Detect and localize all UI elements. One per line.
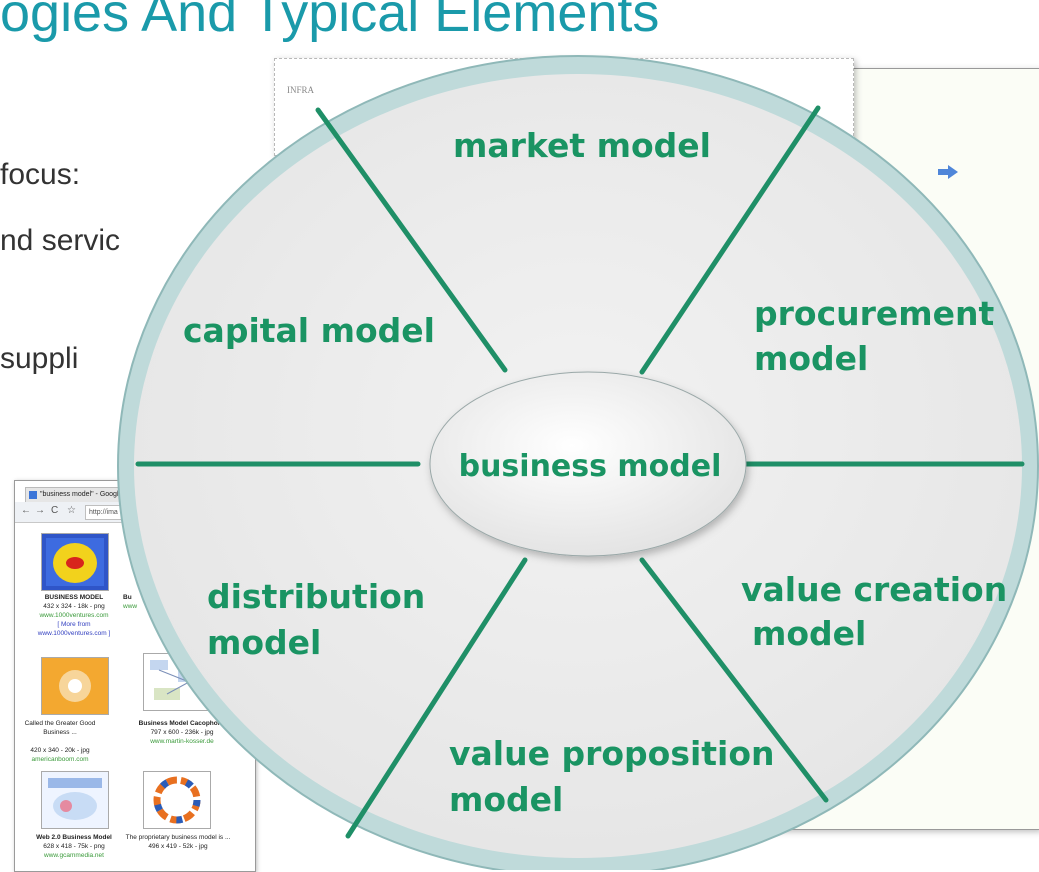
segment-label-value-proposition: value proposition bbox=[449, 734, 775, 773]
segment-label-distribution-2: model bbox=[207, 623, 321, 662]
divider-lower-right bbox=[639, 557, 829, 803]
thumbnail-image bbox=[143, 771, 211, 829]
browser-tab-title: "business model" - Google ... bbox=[40, 491, 131, 498]
segment-label-value-creation: value creation bbox=[741, 570, 1007, 609]
slide-title: ogies And Typical Elements bbox=[0, 0, 660, 43]
divider-upper-left bbox=[315, 107, 508, 373]
segment-label-capital: capital model bbox=[183, 311, 435, 350]
thumbnail-image bbox=[41, 533, 109, 591]
segment-label-market: market model bbox=[453, 126, 711, 165]
thumbnail-caption: Web 2.0 Business Model 628 x 418 - 75k -… bbox=[36, 834, 112, 859]
back-icon: ← bbox=[21, 505, 31, 516]
segment-dividers bbox=[135, 105, 1025, 839]
center-label: business model bbox=[459, 449, 722, 484]
thumbnail-image bbox=[41, 771, 109, 829]
star-icon: ☆ bbox=[67, 505, 76, 516]
thumbnail-caption: Business Model Cacophony 797 x 600 - 236… bbox=[138, 720, 226, 745]
center-hub bbox=[429, 371, 747, 557]
document-label: INFRA bbox=[287, 85, 315, 95]
forward-icon: → bbox=[35, 505, 45, 516]
segment-label-value-creation-2: model bbox=[752, 614, 866, 653]
bullet-focus: focus: bbox=[0, 158, 81, 191]
divider-lower-left bbox=[345, 557, 528, 839]
bullet-services: nd servic bbox=[0, 224, 121, 257]
bullet-suppliers: suppli bbox=[0, 342, 79, 375]
segment-label-distribution: distribution bbox=[207, 577, 425, 616]
thumbnail-caption: Bu www bbox=[123, 594, 138, 610]
segment-label-procurement: procurement bbox=[754, 294, 995, 333]
segment-label-procurement-2: model bbox=[754, 339, 868, 378]
segment-label-value-proposition-2: model bbox=[449, 780, 563, 819]
thumbnail-image bbox=[41, 657, 109, 715]
thumbnail-caption: Called the Greater Good Business ... 420… bbox=[24, 720, 96, 763]
favicon-icon bbox=[29, 491, 37, 499]
thumbnail-caption: BUSINESS MODEL 432 x 324 - 18k - png www… bbox=[37, 594, 111, 637]
divider-upper-right bbox=[639, 105, 821, 375]
arrow-right-icon bbox=[938, 165, 958, 179]
thumbnail-caption: The proprietary business model is ... 49… bbox=[125, 834, 231, 850]
reload-icon: C bbox=[51, 505, 59, 516]
